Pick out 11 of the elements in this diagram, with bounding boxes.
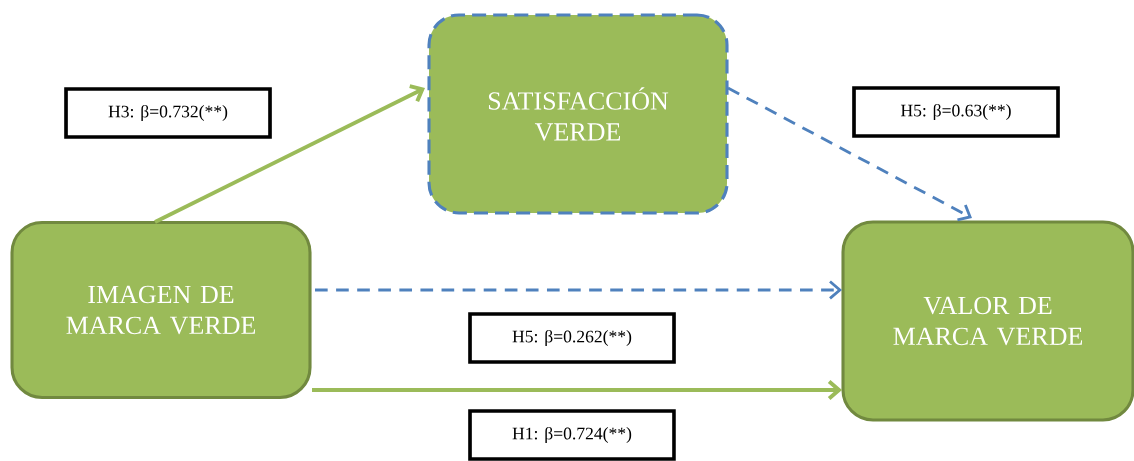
edge-label: H5: β=0.63(**) bbox=[852, 86, 1060, 138]
edge-label: H3: β=0.732(**) bbox=[64, 87, 272, 139]
arrow bbox=[154, 84, 425, 224]
process-box: IMAGEN DE MARCA VERDE bbox=[10, 220, 312, 400]
process-box: VALOR DE MARCA VERDE bbox=[841, 220, 1134, 422]
edge-label: H5: β=0.262(**) bbox=[468, 312, 676, 364]
arrow bbox=[727, 86, 972, 222]
arrow bbox=[315, 280, 842, 300]
arrow bbox=[312, 380, 842, 400]
process-box: SATISFACCIÓN VERDE bbox=[427, 13, 729, 215]
edge-label: H1: β=0.724(**) bbox=[468, 409, 676, 461]
